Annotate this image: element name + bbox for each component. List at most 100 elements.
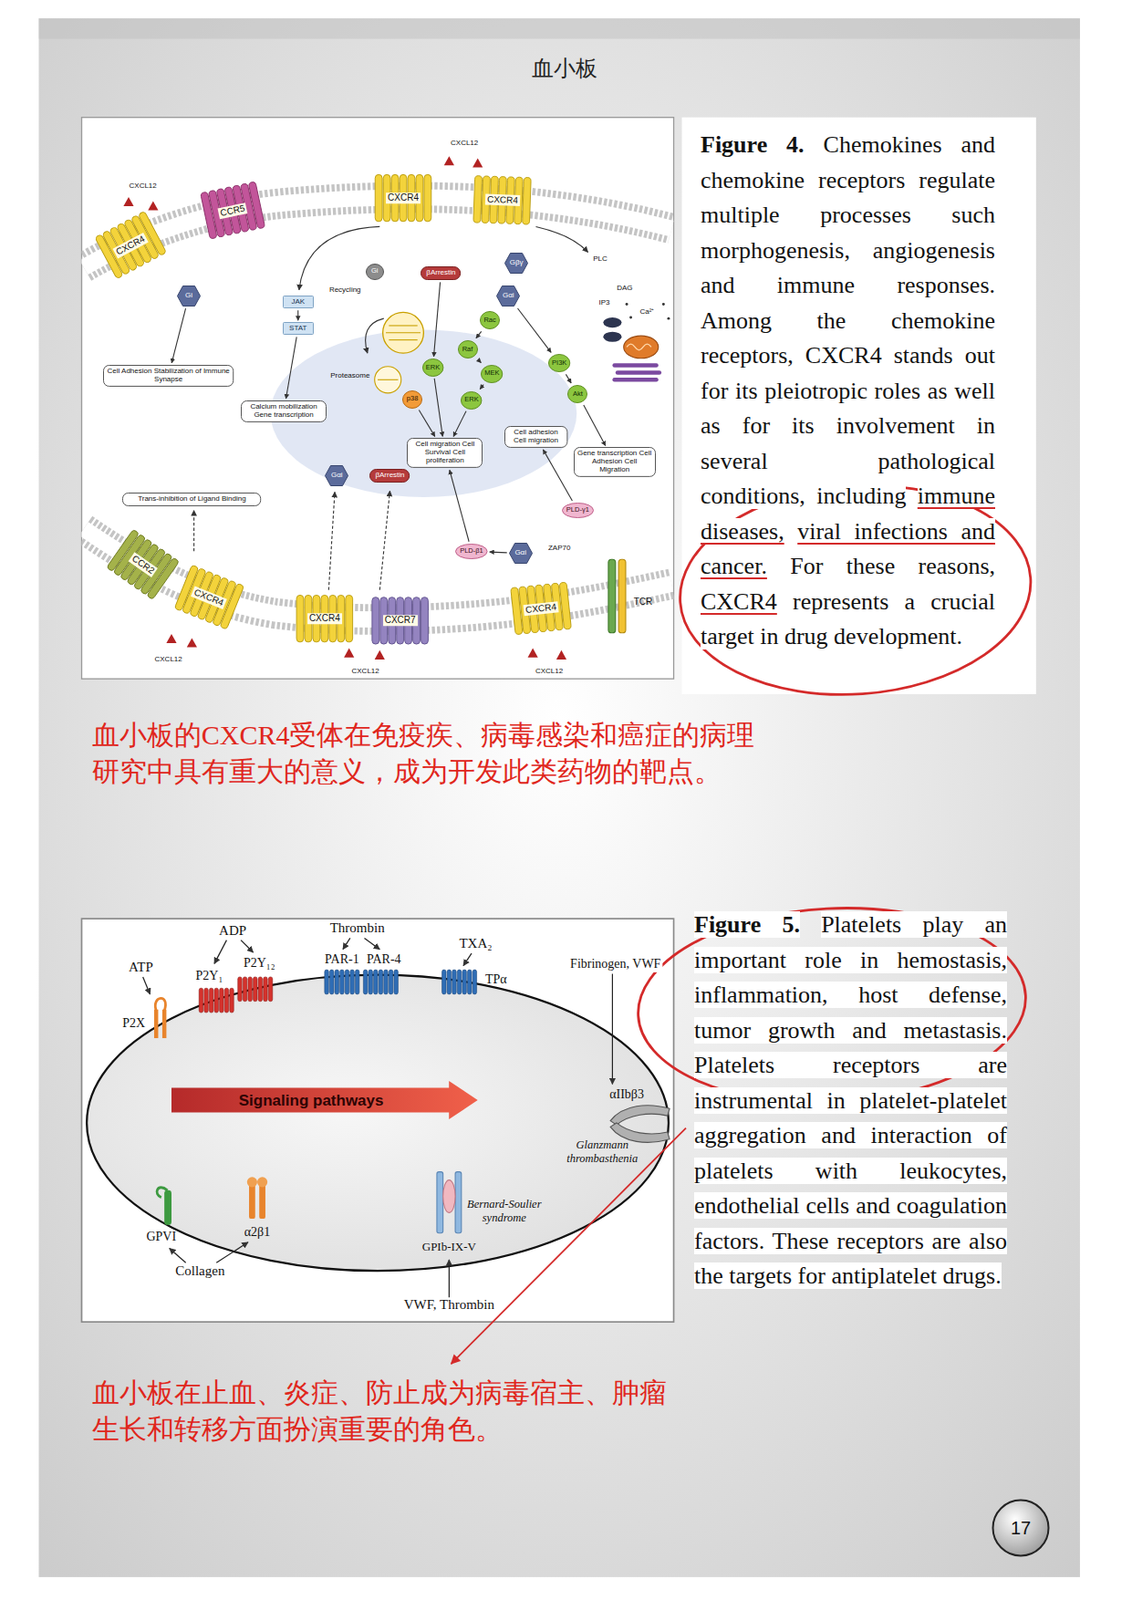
helix xyxy=(424,174,432,221)
signal-arrow xyxy=(297,310,299,321)
kinase-circle: p38 xyxy=(402,390,423,409)
caption-panel xyxy=(682,117,1037,695)
node-text: ERK xyxy=(425,363,440,372)
integrin-head xyxy=(247,1176,258,1187)
signal-arrow xyxy=(285,336,297,399)
figure-number: Figure 4. xyxy=(700,131,805,158)
node-body: PLD-γ1 xyxy=(566,506,590,514)
node-outline xyxy=(177,286,201,307)
gpcr-helix xyxy=(248,976,252,1002)
gpcr-helix xyxy=(462,969,467,995)
ligand-label: CXCL12 xyxy=(535,667,563,676)
helix xyxy=(421,597,429,644)
gpcr-helix xyxy=(208,987,213,1013)
node-text: Gβγ xyxy=(509,259,524,268)
molecule-label: DAG xyxy=(616,283,633,292)
node-text: Akt xyxy=(572,390,583,398)
gpcr-helix xyxy=(324,969,329,995)
receptor-name: PAR-1 xyxy=(324,952,360,967)
figure-number: Figure 5. xyxy=(694,911,800,938)
node-text: Cell Adhesion Stabilization of Immune Sy… xyxy=(106,367,230,385)
node-outline xyxy=(370,468,410,482)
node-text: Trans-inhibition of Ligand Binding xyxy=(125,495,258,504)
receptor-name: TCR xyxy=(633,596,654,608)
gpcr-helix xyxy=(238,976,242,1002)
node-outline xyxy=(171,1080,478,1120)
gpib-chain xyxy=(436,1172,444,1234)
ligand-label: CXCL12 xyxy=(129,181,157,190)
receptor-helices xyxy=(200,181,266,239)
ligand-triangle xyxy=(343,648,354,658)
node-outline xyxy=(457,340,478,358)
signal-arrow xyxy=(479,384,484,390)
node-outline xyxy=(568,384,588,403)
node-body: Akt xyxy=(572,390,583,398)
ligand-triangle xyxy=(374,650,385,660)
helix xyxy=(522,176,532,225)
phospholipase-oval: PLD-β1 xyxy=(455,543,489,560)
node-text: Gi xyxy=(371,267,379,275)
outcome-box: Gene transcription Cell Adhesion Cell Mi… xyxy=(573,446,656,478)
node-body: Cell migration Cell Survival Cell prolif… xyxy=(410,440,479,466)
receptor-name: CXCR4 xyxy=(385,192,421,204)
figure-panel xyxy=(82,117,675,679)
node-body: Cell adhesion Cell migration xyxy=(508,428,564,446)
ligand-label: ADP xyxy=(218,923,247,939)
kinase-circle: PI3K xyxy=(548,353,571,373)
node-outline xyxy=(103,364,234,386)
node-outline xyxy=(480,311,500,330)
node-outline xyxy=(573,447,655,478)
signal-arrow xyxy=(542,449,572,501)
helix xyxy=(374,174,383,221)
kinase-circle: Rac xyxy=(479,311,500,330)
endosome xyxy=(383,311,425,354)
node-outline xyxy=(407,438,483,468)
node-outline xyxy=(497,286,520,307)
node-body: Gβγ xyxy=(509,259,524,268)
gpcr-helix xyxy=(354,969,359,995)
leader-arrow xyxy=(342,937,351,949)
node-text: Calcium mobilization Gene transcription xyxy=(244,403,323,420)
integrin-chain xyxy=(259,1182,266,1219)
ligand-label: VWF, Thrombin xyxy=(404,1298,495,1314)
page-artwork xyxy=(39,18,1081,1578)
p2x-channel xyxy=(154,1009,158,1039)
gpcr-helix xyxy=(334,969,339,995)
caption-block: Figure 5. Platelets play an important ro… xyxy=(694,907,1008,1295)
page-top-band xyxy=(39,18,1081,39)
outcome-box: Cell migration Cell Survival Cell prolif… xyxy=(406,437,483,468)
gpcr-helix xyxy=(268,976,272,1002)
node-text: Cell migration Cell Survival Cell prolif… xyxy=(410,440,479,466)
gpcr-helix xyxy=(456,969,461,995)
signal-arrow xyxy=(434,378,443,437)
pathway-arrow xyxy=(328,491,335,590)
molecule-label: PLC xyxy=(592,255,608,264)
node-text: PLD-γ1 xyxy=(566,506,590,514)
node-body: PI3K xyxy=(551,359,567,367)
node-text: Gαi xyxy=(514,549,527,558)
receptor-name: P2Y₁₂ xyxy=(243,955,276,971)
endosome-fold xyxy=(388,339,417,341)
signaling-arrow: Signaling pathways xyxy=(171,1080,478,1120)
node-text: Cell adhesion Cell migration xyxy=(508,428,564,446)
node-outline xyxy=(282,322,313,335)
ligand-label: ATP xyxy=(128,959,154,976)
ligand-triangle xyxy=(444,155,455,166)
leader-arrow xyxy=(169,1248,187,1264)
node-text: Rac xyxy=(483,316,496,324)
pathway-arrow xyxy=(299,226,380,290)
leader-arrow xyxy=(143,976,151,995)
platelet-cell xyxy=(86,975,669,1272)
endoplasmic-reticulum xyxy=(615,370,662,374)
endosome-fold xyxy=(385,332,421,333)
caption-block: Figure 4. Chemokines and chemokine recep… xyxy=(700,127,996,655)
kinase-circle: ERK xyxy=(460,391,482,410)
kinase-box: STAT xyxy=(282,321,314,335)
signal-arrow xyxy=(171,308,186,364)
receptor-name: GPIb-IX-V xyxy=(422,1240,477,1255)
ligand-triangle xyxy=(147,200,158,210)
gpcr-helix xyxy=(378,969,383,995)
gpcr-helix xyxy=(214,987,219,1013)
node-outline xyxy=(282,296,313,309)
leader-arrow xyxy=(214,940,227,965)
